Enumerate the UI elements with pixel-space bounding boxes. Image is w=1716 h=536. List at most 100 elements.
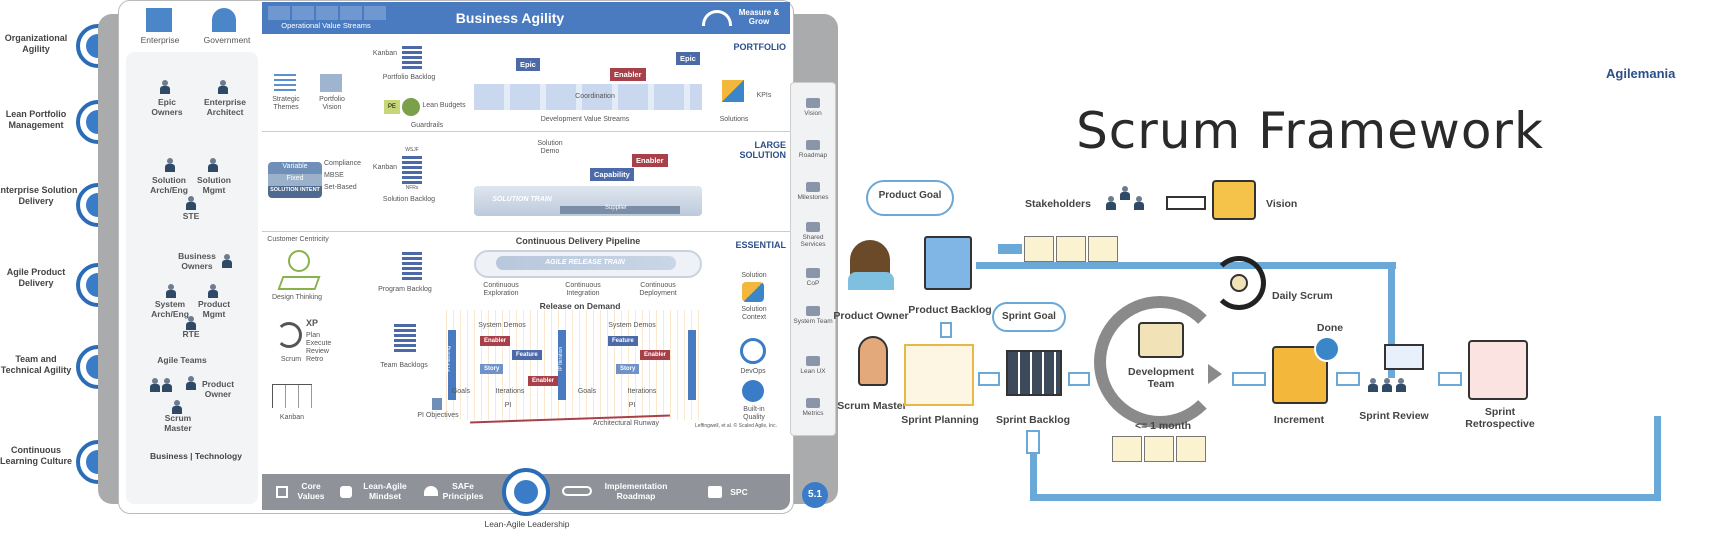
solution-backlog-icon <box>402 156 422 184</box>
product-mgmt-icon <box>208 284 218 298</box>
nav-system-team[interactable]: System Team <box>792 306 834 325</box>
design-thinking-label: Design Thinking <box>271 294 323 301</box>
enterprise-icon <box>146 8 172 32</box>
sprint-retrospective-icon <box>1468 340 1528 400</box>
kanban-team-label: Kanban <box>279 414 305 421</box>
supplier-label: Supplier <box>604 205 627 211</box>
right-flow-line <box>1388 262 1395 378</box>
product-owner-label: Product Owner <box>833 310 909 322</box>
principles-label: SAFe Principles <box>442 481 484 501</box>
design-thinking-diamonds <box>277 276 321 290</box>
enabler-chip-pi: Enabler <box>528 376 559 386</box>
sprint-goal-label: Sprint Goal <box>1002 311 1056 322</box>
design-thinking-icon <box>288 250 310 272</box>
epic-chip: Epic <box>676 52 700 65</box>
scrum-cycle-icon <box>276 322 302 348</box>
cdp-label: Continuous Delivery Pipeline <box>515 236 641 246</box>
business-agility-title: Business Agility <box>455 10 565 26</box>
set-based-label: Set-Based <box>324 184 357 191</box>
idea-note <box>1056 236 1086 262</box>
solutions-label: Solutions <box>719 116 749 123</box>
scrum-diagram: Agilemania Scrum Framework Product Goal … <box>833 0 1716 536</box>
nav-vision[interactable]: Vision <box>792 98 834 117</box>
ste-icon <box>186 196 196 210</box>
scrum-title: Scrum Framework <box>1076 102 1544 160</box>
arrow-2 <box>1068 372 1090 386</box>
dvs-label: Development Value Streams <box>540 116 630 123</box>
goals-label: Goals <box>577 388 597 395</box>
devops-icon <box>740 338 766 364</box>
ip-iteration-bar <box>558 330 566 400</box>
daily-scrum-label: Daily Scrum <box>1272 290 1333 302</box>
kpis-label: KPIs <box>756 92 772 99</box>
nav-roadmap[interactable]: Roadmap <box>792 140 834 159</box>
feedback-note <box>1176 436 1206 462</box>
enabler-chip: Enabler <box>610 68 646 81</box>
cont-deployment-label: Continuous Deployment <box>639 282 677 298</box>
milestones-icon <box>806 182 820 192</box>
metrics-icon <box>806 398 820 408</box>
feature-chip: Feature <box>608 336 638 346</box>
guardrails-label: Guardrails <box>410 122 444 129</box>
dvs-arrow <box>474 84 702 110</box>
nav-metrics[interactable]: Metrics <box>792 398 834 417</box>
principles-icon <box>424 486 438 496</box>
built-in-quality-icon <box>742 380 764 402</box>
capability-chip: Capability <box>590 168 634 181</box>
feedback-note <box>1112 436 1142 462</box>
stakeholders-label: Stakeholders <box>1025 198 1091 210</box>
lean-agile-leadership-label: Lean-Agile Leadership <box>484 519 570 529</box>
mbse-label: MBSE <box>324 172 344 179</box>
pi-label: PI <box>504 402 512 409</box>
enabler-chip-pi: Enabler <box>480 336 511 346</box>
portfolio-label: PORTFOLIO <box>733 42 787 52</box>
cont-integration-label: Continuous Integration <box>565 282 601 298</box>
wsjf-label: WSJF <box>405 147 419 153</box>
kanban-label-portfolio: Kanban <box>372 50 398 57</box>
sprint-cycle-ring <box>1094 296 1226 428</box>
sprint-review-icon <box>1366 344 1428 400</box>
story-chip: Story <box>616 364 640 374</box>
solution-context-label: Solution Context <box>741 306 767 322</box>
roadmap-footer-icon <box>562 486 592 496</box>
system-arch-icon <box>166 284 176 298</box>
program-backlog-icon <box>402 252 422 280</box>
nav-cop[interactable]: CoP <box>792 268 834 287</box>
lean-ux-icon <box>806 356 820 366</box>
strategic-themes-label: Strategic Themes <box>272 96 300 112</box>
fixed-label: Fixed <box>286 175 304 182</box>
program-backlog-label: Program Backlog <box>378 286 432 293</box>
solution-mgmt-icon <box>208 158 218 172</box>
solution-arch-icon <box>165 158 175 172</box>
coordination-label: Coordination <box>575 93 615 100</box>
team-backlogs-icon <box>394 324 416 354</box>
business-technology-label: Business | Technology <box>150 451 242 461</box>
nav-lean-ux[interactable]: Lean UX <box>792 356 834 375</box>
bottom-right-flow <box>1654 416 1661 501</box>
goals-label: Goals <box>451 388 471 395</box>
enterprise-architect-label: Enterprise Architect <box>203 97 247 117</box>
product-owner-label: Product Owner <box>201 379 235 399</box>
enterprise-architect-icon <box>218 80 228 94</box>
measure-grow-label: Measure & Grow <box>738 8 780 27</box>
business-owners-label: Business Owners <box>178 251 216 271</box>
competency-label: Continuous Learning Culture <box>0 445 72 467</box>
nav-shared-services[interactable]: Shared Services <box>792 222 834 248</box>
enabler-chip-pi: Enabler <box>640 350 671 360</box>
spc-label: SPC <box>730 487 748 497</box>
scrum-master-label: Scrum Master <box>837 400 907 412</box>
product-goal-label: Product Goal <box>878 190 942 201</box>
cop-icon <box>806 268 820 278</box>
xp-item: Review <box>306 348 329 355</box>
portfolio-backlog-icon <box>402 46 422 70</box>
stakeholders-to-vision-arrow <box>1166 196 1206 210</box>
daily-scrum-team-icon <box>1230 274 1248 292</box>
shared-services-icon <box>806 222 820 232</box>
done-badge-icon <box>1314 336 1340 362</box>
ste-label: STE <box>182 211 200 221</box>
development-team-label: Development Team <box>1128 366 1194 390</box>
nav-milestones[interactable]: Milestones <box>792 182 834 201</box>
core-values-label: Core Values <box>297 481 325 501</box>
portfolio-backlog-label: Portfolio Backlog <box>382 74 436 81</box>
solutions-cubes-icon <box>722 80 744 102</box>
